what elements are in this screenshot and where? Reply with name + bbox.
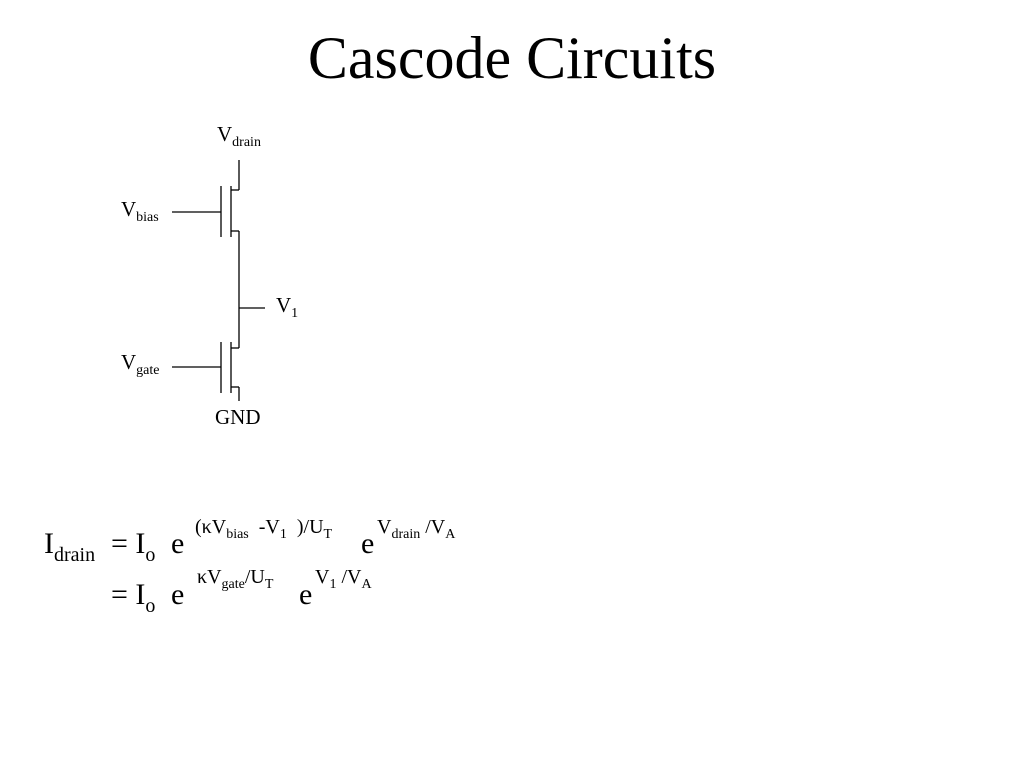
eq1-exp1-t-sub: T [323, 527, 333, 542]
vdrain-label: Vdrain [217, 122, 261, 150]
eq1-exp2-a-sub: A [445, 527, 456, 542]
eq2-exp1-rest: /U [244, 566, 265, 588]
eq1-exp2-drain-sub: drain [391, 527, 421, 542]
vgate-v: V [121, 350, 137, 374]
eq1-exp2-rest: /V [425, 516, 446, 538]
eq1-io-sub: o [145, 544, 156, 566]
eq1-exp1-bias-sub: bias [226, 527, 249, 542]
eq2-rhs-prefactor: = Io [111, 578, 156, 617]
eq1-i-sub: drain [54, 544, 96, 566]
eq2-exp2-rest: /V [341, 566, 362, 588]
eq1-exp1-close: )/U [296, 516, 324, 538]
eq2-exponent2: V1 /VA [315, 566, 372, 592]
vgate-label: Vgate [121, 350, 160, 378]
eq2-exponent1: κVgate/UT [197, 566, 274, 592]
eq1-equals-io: = I [111, 527, 146, 560]
vbias-sub: bias [136, 210, 159, 225]
eq1-exp1-open: (κV [195, 516, 227, 538]
vbias-label: Vbias [121, 197, 159, 225]
eq2-e1: e [171, 578, 185, 611]
eq1-exp1-one-sub: 1 [279, 527, 287, 542]
eq2-exp2-one-sub: 1 [329, 577, 337, 592]
eq1-i: I [44, 527, 54, 560]
eq2-exp1-t-sub: T [264, 577, 274, 592]
vbias-v: V [121, 197, 137, 221]
vdrain-v: V [217, 122, 233, 146]
eq1-exp1-minus: -V [258, 516, 280, 538]
eq1-e1: e [171, 527, 185, 560]
slide-title: Cascode Circuits [307, 25, 717, 91]
eq2-exp2-a-sub: A [361, 577, 372, 592]
eq2-io-sub: o [145, 595, 156, 617]
eq2-exp1-gate-sub: gate [221, 577, 245, 592]
vdrain-sub: drain [232, 135, 261, 150]
v1-label: V1 [276, 293, 298, 321]
eq2-equals-io: = I [111, 578, 146, 611]
vgate-sub: gate [136, 363, 160, 378]
eq1-exponent2: Vdrain /VA [377, 516, 456, 542]
eq1-lhs: Idrain [44, 527, 96, 566]
v1-v: V [276, 293, 292, 317]
eq1-exp2-v: V [377, 516, 392, 538]
gnd-label: GND [215, 405, 261, 429]
v1-sub: 1 [291, 306, 299, 321]
eq2-e2: e [299, 578, 313, 611]
eq1-exponent1: (κVbias -V1 )/UT [195, 516, 333, 542]
eq2-exp1-kv: κV [197, 566, 222, 588]
eq2-exp2-v: V [315, 566, 330, 588]
eq1-rhs-prefactor: = Io [111, 527, 156, 566]
eq1-e2: e [361, 527, 375, 560]
